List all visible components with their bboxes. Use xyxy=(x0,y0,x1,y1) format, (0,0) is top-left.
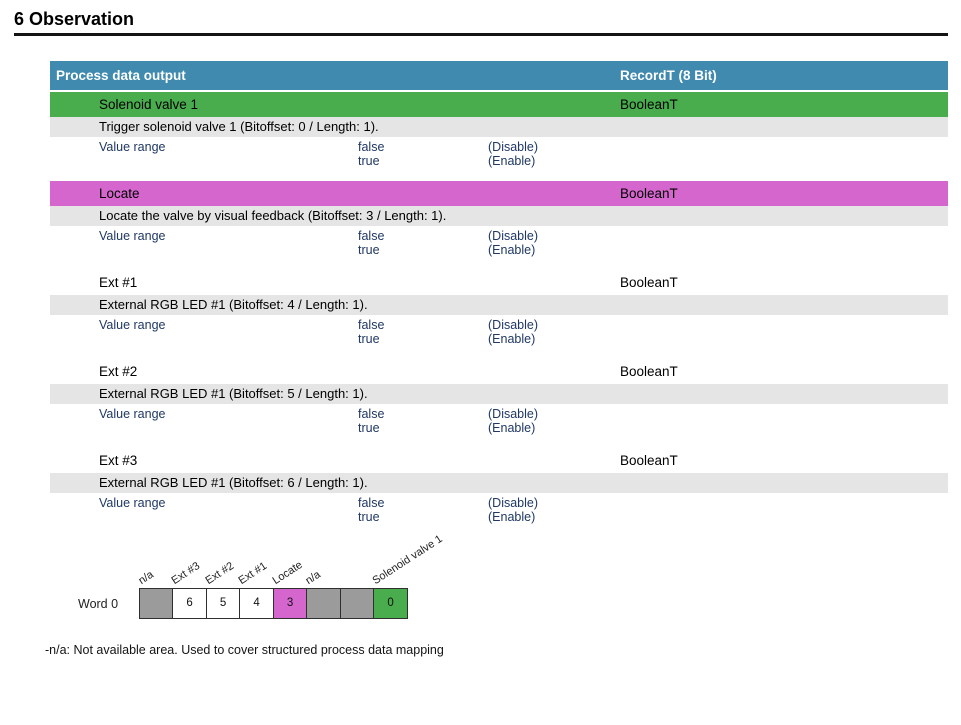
document-page: 6 Observation Process data output Record… xyxy=(0,9,961,657)
bit-cell-number: 4 xyxy=(253,597,260,609)
value-false-meaning: (Disable) xyxy=(488,318,539,332)
entry-description: External RGB LED #1 (Bitoffset: 4 / Leng… xyxy=(50,295,948,315)
bit-cell-na-2: n/a xyxy=(304,569,342,619)
bit-cell-number xyxy=(341,589,374,618)
entry-name-row: Ext #2 BooleanT xyxy=(50,359,948,384)
value-range-label: Value range xyxy=(99,407,166,421)
entry-name: Solenoid valve 1 xyxy=(99,97,199,112)
bit-cell-number: 3 xyxy=(286,597,294,609)
value-false: false xyxy=(358,496,385,510)
value-true: true xyxy=(358,420,380,435)
bit-cell-ext3: Ext #3 6 xyxy=(170,560,208,619)
entry-name-row: Ext #1 BooleanT xyxy=(50,270,948,295)
value-true-meaning: (Enable) xyxy=(488,509,536,524)
value-range-label: Value range xyxy=(99,140,166,154)
bit-cell-number: 6 xyxy=(186,597,193,609)
table-entry-locate: Locate BooleanT Locate the valve by visu… xyxy=(50,181,948,259)
bit-cell-na-7: n/a xyxy=(136,569,174,619)
table-entry-ext-2: Ext #2 BooleanT External RGB LED #1 (Bit… xyxy=(50,359,948,437)
entry-description: Trigger solenoid valve 1 (Bitoffset: 0 /… xyxy=(50,117,948,137)
entry-type: BooleanT xyxy=(620,275,678,290)
entry-value-range: Value range false (Disable) true (Enable… xyxy=(50,493,948,526)
value-range-label: Value range xyxy=(99,496,166,510)
value-false-meaning: (Disable) xyxy=(488,496,539,510)
bit-cell-number: 0 xyxy=(387,597,394,609)
value-true: true xyxy=(358,242,380,257)
diagram-footnote: -n/a: Not available area. Used to cover … xyxy=(45,643,444,657)
entry-value-range: Value range false (Disable) true (Enable… xyxy=(50,226,948,259)
entry-value-range: Value range false (Disable) true (Enable… xyxy=(50,137,948,170)
bit-cell-label: Ext #1 xyxy=(236,559,270,587)
bit-cell-na-1 xyxy=(339,588,375,619)
spacer xyxy=(99,244,358,258)
value-false-meaning: (Disable) xyxy=(488,229,539,243)
entry-type: BooleanT xyxy=(620,186,678,201)
value-range-label: Value range xyxy=(99,229,166,243)
entry-name: Ext #3 xyxy=(99,453,138,468)
value-range-label: Value range xyxy=(99,318,166,332)
bit-cell-label: Locate xyxy=(270,558,305,587)
value-true-meaning: (Enable) xyxy=(488,242,536,257)
value-true: true xyxy=(358,331,380,346)
bit-cell-label: n/a xyxy=(303,568,323,587)
bit-mapping-diagram: Word 0 n/a Ext #3 6 Ext #2 5 Ext #1 4 Lo… xyxy=(78,533,961,619)
value-true: true xyxy=(358,153,380,168)
value-false: false xyxy=(358,318,385,332)
entry-description: External RGB LED #1 (Bitoffset: 6 / Leng… xyxy=(50,473,948,493)
bit-cell-label: Ext #2 xyxy=(203,559,236,587)
entry-type: BooleanT xyxy=(620,364,678,379)
bit-cell-label: n/a xyxy=(136,568,156,587)
entry-value-range: Value range false (Disable) true (Enable… xyxy=(50,404,948,437)
entry-name: Ext #1 xyxy=(99,275,138,290)
spacer xyxy=(99,155,358,169)
bit-cell-number xyxy=(140,589,173,618)
value-false: false xyxy=(358,229,385,243)
value-true-meaning: (Enable) xyxy=(488,420,536,435)
spacer xyxy=(99,333,358,347)
bit-cell-label: Ext #3 xyxy=(169,559,203,587)
entry-name: Ext #2 xyxy=(99,364,138,379)
value-true: true xyxy=(358,509,380,524)
entry-name-row: Ext #3 BooleanT xyxy=(50,448,948,473)
value-false-meaning: (Disable) xyxy=(488,140,539,154)
entry-name: Locate xyxy=(99,186,140,201)
word-label: Word 0 xyxy=(78,596,119,611)
value-false-meaning: (Disable) xyxy=(488,407,539,421)
entry-description: Locate the valve by visual feedback (Bit… xyxy=(50,206,948,226)
value-false: false xyxy=(358,140,385,154)
value-true-meaning: (Enable) xyxy=(488,331,536,346)
bit-cell-number: 5 xyxy=(219,597,227,609)
entry-description: External RGB LED #1 (Bitoffset: 5 / Leng… xyxy=(50,384,948,404)
table-entry-solenoid-valve-1: Solenoid valve 1 BooleanT Trigger soleno… xyxy=(50,92,948,170)
bit-cell-ext1: Ext #1 4 xyxy=(237,560,275,619)
spacer xyxy=(99,511,358,525)
entry-type: BooleanT xyxy=(620,97,678,112)
bit-cell-locate: Locate 3 xyxy=(270,559,308,619)
entry-type: BooleanT xyxy=(620,453,678,468)
spacer xyxy=(99,422,358,436)
page-title: 6 Observation xyxy=(14,9,135,29)
table-entry-ext-1: Ext #1 BooleanT External RGB LED #1 (Bit… xyxy=(50,270,948,348)
bit-cell-ext2: Ext #2 5 xyxy=(203,560,241,619)
entry-value-range: Value range false (Disable) true (Enable… xyxy=(50,315,948,348)
entry-name-row: Locate BooleanT xyxy=(50,181,948,206)
value-true-meaning: (Enable) xyxy=(488,153,536,168)
entry-name-row: Solenoid valve 1 BooleanT xyxy=(50,92,948,117)
title-rule xyxy=(14,33,948,36)
table-header-row: Process data output RecordT (8 Bit) xyxy=(50,61,948,90)
bit-cells: n/a Ext #3 6 Ext #2 5 Ext #1 4 Locate 3 … xyxy=(136,533,445,619)
table-entry-ext-3: Ext #3 BooleanT External RGB LED #1 (Bit… xyxy=(50,448,948,526)
process-data-table: Process data output RecordT (8 Bit) Sole… xyxy=(50,61,948,526)
value-false: false xyxy=(358,407,385,421)
table-header-title: Process data output xyxy=(56,68,186,83)
table-header-type: RecordT (8 Bit) xyxy=(620,68,717,83)
bit-cell-solenoid-valve-1: Solenoid valve 1 0 xyxy=(371,533,445,619)
bit-cell-label: Solenoid valve 1 xyxy=(370,532,445,587)
bit-cell-number xyxy=(307,589,340,618)
